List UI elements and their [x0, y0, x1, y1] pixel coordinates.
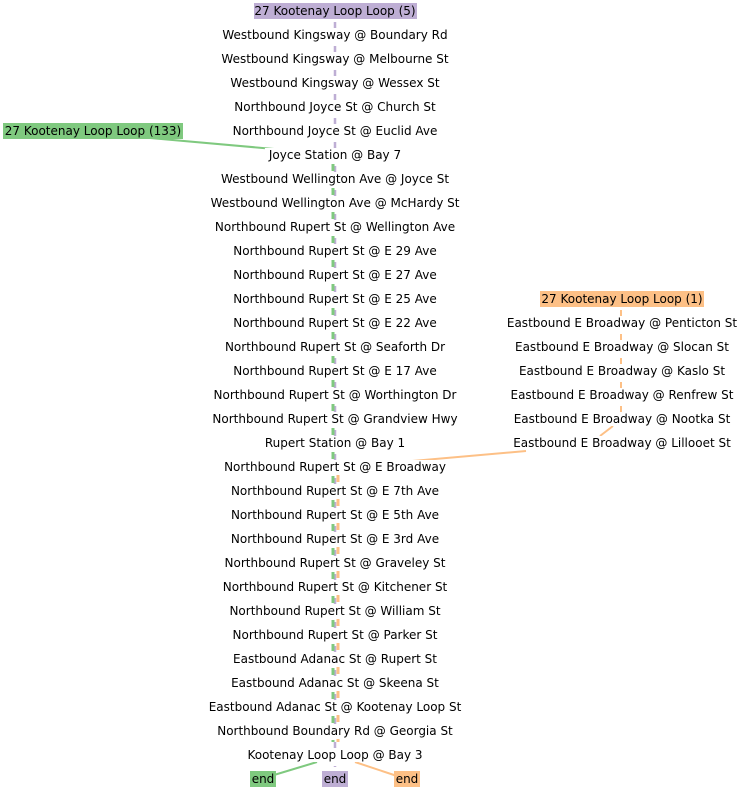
purple-route-label-box — [254, 3, 417, 19]
stop-label-background — [227, 484, 443, 498]
stop-label: Northbound Rupert St @ Worthington Dr — [214, 388, 457, 402]
stop-label-background — [217, 172, 453, 186]
stop-label-background — [226, 604, 444, 618]
branch-stop-list: Eastbound E Broadway @ Penticton St Eastb… — [503, 316, 741, 450]
stop-label-background — [221, 556, 449, 570]
orange-end-edge — [354, 761, 398, 777]
stop-label-background — [230, 292, 440, 306]
stop-label: Northbound Joyce St @ Church St — [234, 100, 436, 114]
green-end-box — [250, 771, 276, 787]
orange-end-box — [394, 771, 420, 787]
stop-label-background — [510, 436, 735, 450]
stop-label: Northbound Rupert St @ E Broadway — [224, 460, 446, 474]
stop-label-background — [227, 532, 443, 546]
stop-label-background — [228, 676, 443, 690]
stop-label: Northbound Rupert St @ Kitchener St — [223, 580, 448, 594]
orange-route-label: 27 Kootenay Loop Loop (1) — [541, 292, 702, 306]
branch-stop-label: Eastbound E Broadway @ Penticton St — [507, 316, 738, 330]
green-entry-edge — [149, 137, 275, 150]
stop-label-background — [230, 364, 440, 378]
branch-stop-label: Eastbound E Broadway @ Nootka St — [514, 412, 731, 426]
stop-label-background — [230, 268, 440, 282]
stop-label: Northbound Rupert St @ Graveley St — [225, 556, 446, 570]
stop-label-background — [229, 628, 441, 642]
stop-label: Northbound Rupert St @ E 27 Ave — [233, 268, 436, 282]
stop-label-background — [210, 388, 460, 402]
stop-label: Westbound Kingsway @ Melbourne St — [221, 52, 448, 66]
stop-label-background — [227, 76, 443, 90]
stop-label-background — [209, 412, 461, 426]
stop-label: Eastbound Adanac St @ Kootenay Loop St — [209, 700, 462, 714]
stop-label: Westbound Kingsway @ Boundary Rd — [222, 28, 447, 42]
stop-label-background — [512, 340, 733, 354]
stop-label: Northbound Rupert St @ Seaforth Dr — [225, 340, 445, 354]
stop-label-background — [515, 364, 729, 378]
orange-route-label-box — [540, 291, 704, 307]
stop-label-background — [211, 220, 459, 234]
stop-label: Northbound Boundary Rd @ Georgia St — [217, 724, 453, 738]
stop-label: Northbound Rupert St @ E 29 Ave — [233, 244, 436, 258]
purple-route-label: 27 Kootenay Loop Loop (5) — [254, 4, 415, 18]
stop-label-background — [219, 580, 451, 594]
stop-label-background — [230, 244, 440, 258]
stop-label-background — [244, 748, 426, 762]
stop-label: Kootenay Loop Loop @ Bay 3 — [247, 748, 422, 762]
orange-branch-hook — [599, 425, 614, 437]
purple-end-box — [322, 771, 348, 787]
stop-label: Westbound Wellington Ave @ Joyce St — [221, 172, 449, 186]
stop-label: Northbound Joyce St @ Euclid Ave — [233, 124, 438, 138]
stop-label-background — [219, 28, 451, 42]
orange-end-label: end — [396, 772, 419, 786]
green-route-label: 27 Kootenay Loop Loop (133) — [5, 124, 181, 138]
stop-label: Northbound Rupert St @ William St — [229, 604, 440, 618]
stop-label: Northbound Rupert St @ E 7th Ave — [231, 484, 439, 498]
green-end-edge — [273, 761, 318, 776]
stop-label-background — [264, 148, 405, 162]
purple-end-label: end — [324, 772, 347, 786]
stop-label-background — [218, 52, 452, 66]
stop-label-background — [207, 196, 463, 210]
stop-label: Northbound Rupert St @ Parker St — [233, 628, 438, 642]
stop-label: Westbound Kingsway @ Wessex St — [230, 76, 439, 90]
branch-stop-label: Eastbound E Broadway @ Kaslo St — [519, 364, 725, 378]
stop-label-background — [507, 388, 737, 402]
stop-label: Rupert Station @ Bay 1 — [265, 436, 405, 450]
stop-label-background — [229, 124, 441, 138]
stop-label: Northbound Rupert St @ E 3rd Ave — [231, 532, 439, 546]
stop-label: Eastbound Adanac St @ Rupert St — [233, 652, 437, 666]
stop-label-background — [231, 100, 440, 114]
branch-stop-label: Eastbound E Broadway @ Lillooet St — [513, 436, 731, 450]
stop-label-background — [227, 508, 443, 522]
branch-stop-label: Eastbound E Broadway @ Slocan St — [515, 340, 729, 354]
stop-label: Northbound Rupert St @ E 5th Ave — [231, 508, 439, 522]
stop-label-background — [205, 700, 465, 714]
stop-label-background — [221, 460, 449, 474]
main-stop-list: Westbound Kingsway @ Boundary Rd Westboun… — [205, 28, 465, 762]
stop-label-background — [214, 724, 457, 738]
stop-label-background — [230, 652, 441, 666]
branch-stop-label: Eastbound E Broadway @ Renfrew St — [510, 388, 733, 402]
stop-label: Joyce Station @ Bay 7 — [268, 148, 401, 162]
stop-label: Westbound Wellington Ave @ McHardy St — [211, 196, 460, 210]
stop-label-background — [510, 412, 734, 426]
stop-label: Northbound Rupert St @ Grandview Hwy — [212, 412, 457, 426]
stop-label-background — [503, 316, 741, 330]
stop-label: Northbound Rupert St @ E 22 Ave — [233, 316, 436, 330]
stop-label-background — [261, 436, 409, 450]
green-end-label: end — [252, 772, 275, 786]
stop-label: Northbound Rupert St @ E 25 Ave — [233, 292, 436, 306]
stop-label: Northbound Rupert St @ Wellington Ave — [215, 220, 455, 234]
stop-label: Eastbound Adanac St @ Skeena St — [231, 676, 439, 690]
green-route-label-box — [3, 123, 183, 139]
stop-label-background — [230, 316, 440, 330]
stop-label: Northbound Rupert St @ E 17 Ave — [233, 364, 436, 378]
stop-label-background — [221, 340, 449, 354]
